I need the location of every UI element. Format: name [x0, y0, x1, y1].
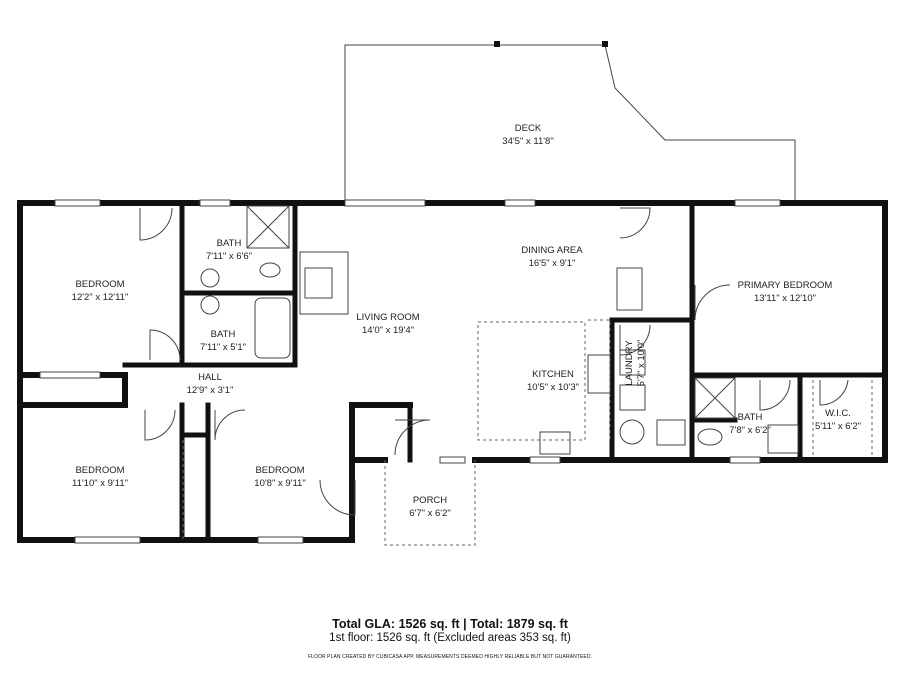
room-name: BATH [217, 238, 242, 249]
disclaimer: FLOOR PLAN CREATED BY CUBICASA APP. MEAS… [307, 654, 593, 660]
doors [139, 207, 849, 516]
room-name: PRIMARY BEDROOM [738, 280, 833, 291]
room-name: BEDROOM [75, 465, 124, 476]
room-label-wic: W.I.C. 5'11" x 6'2" [815, 408, 861, 432]
room-dimensions: 34'5" x 11'8" [502, 136, 553, 147]
room-dimensions: 5'7" x 10'0" [636, 340, 647, 387]
counters [182, 319, 873, 546]
room-label-laundry: LAUNDRY 5'7" x 10'0" [624, 340, 647, 387]
room-label-porch: PORCH 6'7" x 6'2" [409, 495, 451, 519]
room-label-bath-3: BATH 7'8" x 6'2" [729, 412, 771, 436]
room-label-dining-area: DINING AREA 16'5" x 9'1" [521, 245, 583, 269]
room-name: BATH [738, 412, 763, 423]
room-name: DINING AREA [521, 245, 583, 256]
room-label-bedroom-3: BEDROOM 10'8" x 9'11" [254, 465, 305, 489]
room-label-living-room: LIVING ROOM 14'0" x 19'4" [356, 312, 419, 336]
room-name: HALL [198, 372, 222, 383]
room-name: LAUNDRY [624, 340, 635, 386]
room-label-bath-1: BATH 7'11" x 6'6" [206, 238, 252, 262]
room-name: W.I.C. [825, 408, 851, 419]
room-dimensions: 16'5" x 9'1" [529, 258, 576, 269]
room-label-bedroom-2: BEDROOM 11'10" x 9'11" [72, 465, 128, 489]
room-name: BEDROOM [255, 465, 304, 476]
room-dimensions: 7'11" x 5'1" [200, 342, 246, 353]
room-dimensions: 7'11" x 6'6" [206, 251, 252, 262]
deck-outline [344, 44, 796, 200]
exterior-walls [17, 200, 888, 543]
room-dimensions: 5'11" x 6'2" [815, 421, 861, 432]
room-name: BATH [211, 329, 236, 340]
deck-post [494, 41, 500, 47]
total-area: Total GLA: 1526 sq. ft | Total: 1879 sq.… [332, 617, 568, 631]
room-dimensions: 6'7" x 6'2" [409, 508, 451, 519]
windows [39, 199, 781, 544]
room-dimensions: 7'8" x 6'2" [729, 425, 771, 436]
room-dimensions: 10'8" x 9'11" [254, 478, 305, 489]
room-dimensions: 12'2" x 12'11" [72, 292, 129, 303]
room-name: LIVING ROOM [356, 312, 419, 323]
deck-post [602, 41, 608, 47]
room-label-bath-2: BATH 7'11" x 5'1" [200, 329, 246, 353]
room-name: DECK [515, 123, 542, 134]
room-dimensions: 10'5" x 10'3" [527, 382, 579, 393]
room-dimensions: 12'9" x 3'1" [187, 385, 234, 396]
fixtures [200, 205, 799, 455]
room-dimensions: 11'10" x 9'11" [72, 478, 128, 489]
interior-walls [122, 200, 888, 543]
room-label-hall: HALL 12'9" x 3'1" [187, 372, 234, 396]
room-dimensions: 14'0" x 19'4" [362, 325, 414, 336]
room-label-kitchen: KITCHEN 10'5" x 10'3" [527, 369, 579, 393]
room-name: PORCH [413, 495, 447, 506]
floor-area: 1st floor: 1526 sq. ft (Excluded areas 3… [329, 632, 571, 644]
room-name: KITCHEN [532, 369, 574, 380]
room-dimensions: 13'11" x 12'10" [754, 293, 816, 304]
room-label-primary-bedroom: PRIMARY BEDROOM 13'11" x 12'10" [738, 280, 833, 304]
room-label-bedroom-1: BEDROOM 12'2" x 12'11" [72, 279, 129, 303]
room-label-deck: DECK 34'5" x 11'8" [502, 123, 553, 147]
room-name: BEDROOM [75, 279, 124, 290]
